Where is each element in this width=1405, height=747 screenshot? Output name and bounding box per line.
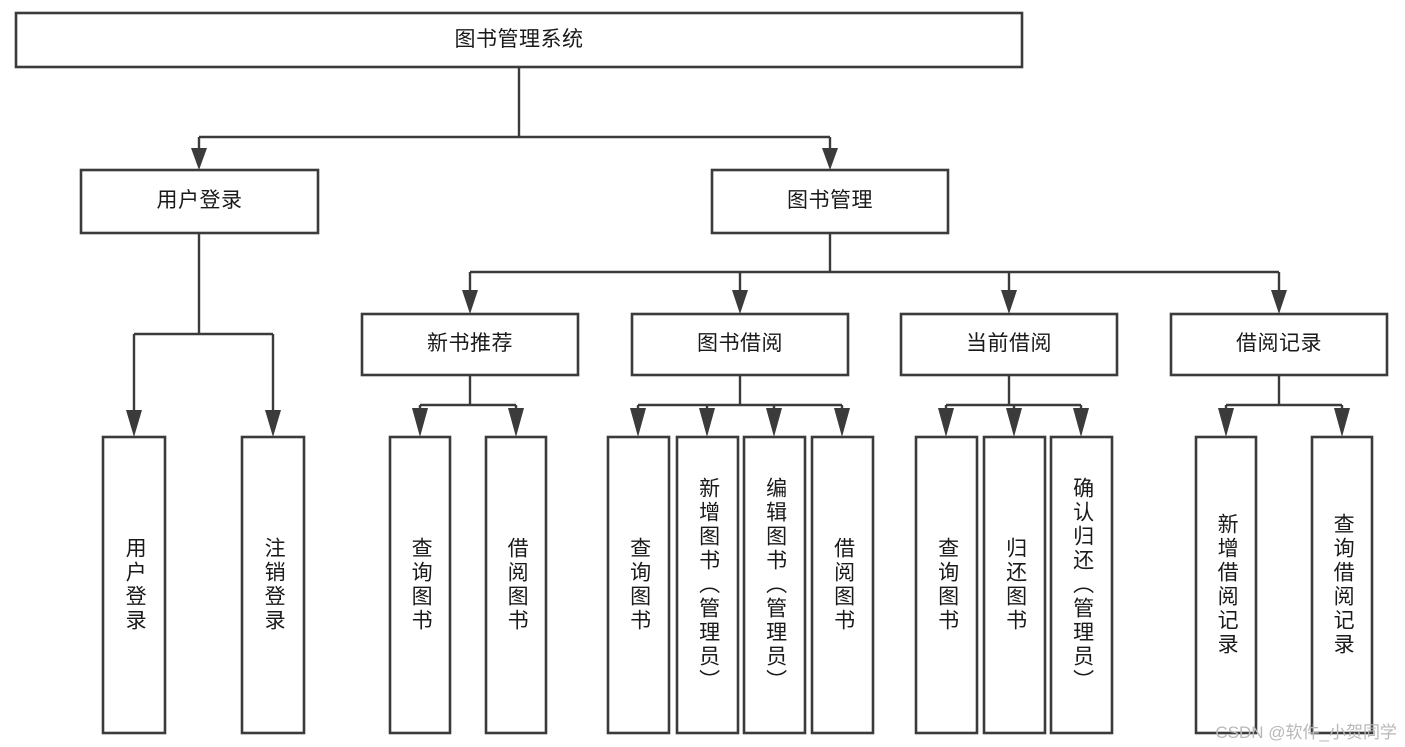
node-box-root[interactable] xyxy=(14,11,1024,69)
arrowhead-book-manage xyxy=(822,148,838,170)
arrowhead-leaf-return-book xyxy=(1006,408,1022,437)
arrowhead-book-borrow xyxy=(732,290,748,314)
arrowhead-leaf-query-book-b xyxy=(630,408,646,437)
arrowhead-leaf-add-book xyxy=(699,408,715,437)
node-box-borrow-record[interactable] xyxy=(1169,312,1389,377)
arrowhead-leaf-query-record xyxy=(1334,408,1350,437)
node-box-new-book-rec[interactable] xyxy=(360,312,580,377)
arrowhead-leaf-user-login xyxy=(126,410,142,437)
arrowhead-leaf-query-book-a xyxy=(412,408,428,437)
node-box-leaf-query-book-c[interactable] xyxy=(914,435,979,735)
node-box-book-borrow[interactable] xyxy=(630,312,850,377)
arrowhead-user-login xyxy=(191,148,207,170)
node-box-leaf-borrow-book-a[interactable] xyxy=(484,435,548,735)
node-box-leaf-edit-book[interactable] xyxy=(742,435,807,735)
arrowhead-leaf-query-book-c xyxy=(938,408,954,437)
node-box-leaf-user-login[interactable] xyxy=(101,435,167,735)
node-box-leaf-confirm-return[interactable] xyxy=(1049,435,1114,735)
arrowhead-leaf-logout xyxy=(265,410,281,437)
arrowhead-leaf-add-record xyxy=(1218,408,1234,437)
node-box-leaf-add-book[interactable] xyxy=(675,435,740,735)
node-box-leaf-add-record[interactable] xyxy=(1194,435,1258,735)
arrowhead-current-borrow xyxy=(1001,290,1017,314)
node-box-leaf-return-book[interactable] xyxy=(982,435,1047,735)
node-box-current-borrow[interactable] xyxy=(899,312,1119,377)
arrowhead-leaf-confirm-return xyxy=(1073,408,1089,437)
arrowhead-new-book-rec xyxy=(462,290,478,314)
arrowhead-borrow-record xyxy=(1271,290,1287,314)
node-box-leaf-logout[interactable] xyxy=(240,435,306,735)
node-box-user-login[interactable] xyxy=(79,168,320,235)
node-box-leaf-query-book-b[interactable] xyxy=(606,435,671,735)
node-box-book-manage[interactable] xyxy=(710,168,950,235)
csdn-watermark: CSDN @软件_小贺同学 xyxy=(1215,723,1397,742)
node-box-leaf-borrow-book-b[interactable] xyxy=(810,435,875,735)
arrowhead-leaf-edit-book xyxy=(766,408,782,437)
arrowhead-leaf-borrow-book-a xyxy=(508,408,524,437)
arrowhead-leaf-borrow-book-b xyxy=(834,408,850,437)
node-box-leaf-query-book-a[interactable] xyxy=(388,435,452,735)
node-box-leaf-query-record[interactable] xyxy=(1310,435,1374,735)
